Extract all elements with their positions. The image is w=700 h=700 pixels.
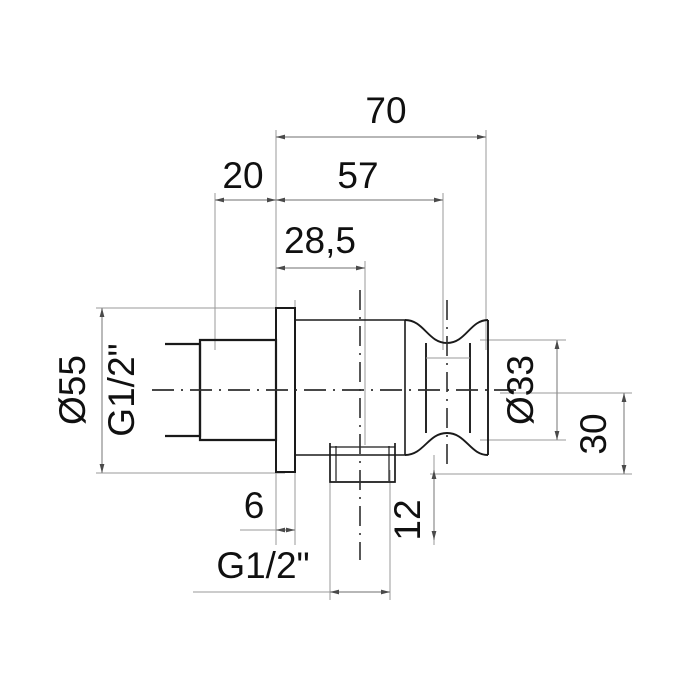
- label-6: 6: [244, 485, 265, 526]
- label-57: 57: [337, 155, 378, 196]
- product-outline: [165, 307, 489, 483]
- label-diameter-55: Ø55: [52, 355, 93, 425]
- dimension-lines: [99, 134, 627, 595]
- dimension-labels: 70 57 20 28,5 Ø55 G1/2" Ø33 30 6 12 G1/2…: [52, 90, 614, 586]
- centre-lines-vertical: [359, 290, 448, 560]
- label-inlet-thread: G1/2": [101, 343, 142, 436]
- label-20: 20: [222, 155, 263, 196]
- extension-lines: [96, 130, 632, 600]
- label-bottom-thread: G1/2": [216, 545, 309, 586]
- label-30: 30: [573, 413, 614, 454]
- bottom-outlet-spigot: [329, 443, 396, 483]
- outlet-neck-bottom: [404, 432, 489, 456]
- label-28-5: 28,5: [284, 220, 356, 261]
- main-body: [295, 319, 406, 456]
- label-diameter-33: Ø33: [500, 355, 541, 425]
- label-70: 70: [365, 90, 406, 131]
- label-12: 12: [387, 499, 428, 540]
